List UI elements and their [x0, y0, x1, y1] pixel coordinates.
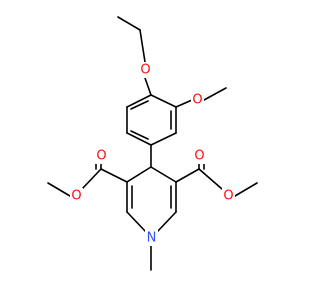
bond-o-methyl: [203, 87, 227, 101]
atom-label-o-left-carbonyl: O: [96, 149, 106, 164]
bond-ring-a4-a5: [126, 132, 152, 146]
bond-ester-o-methyl-right: [234, 182, 258, 197]
bond-layer: [47, 16, 258, 271]
bond-o-aryl: [144, 77, 152, 96]
molecule-canvas: O O O O O O N: [47, 16, 258, 271]
atom-label-o-right-ester: O: [223, 189, 233, 204]
bond-c5-carbonyl-c: [175, 168, 200, 183]
bond-ring-a6-a1: [126, 94, 152, 108]
atom-label-o-methoxy: O: [192, 93, 202, 108]
bond-aryl-o-methoxy: [175, 99, 193, 108]
atom-label-o-left-ester: O: [71, 189, 81, 204]
bond-ester-o-methyl-left: [47, 182, 71, 197]
atom-label-layer: O O O O O O N: [70, 62, 235, 246]
bond-carbonyl-to-ester-o-right: [198, 168, 223, 190]
bond-ethyl-ch3-ch2: [117, 16, 141, 31]
atom-label-n-ring: N: [147, 231, 157, 246]
bond-c3-carbonyl-c: [100, 168, 128, 183]
atom-n-ring: N: [145, 230, 158, 246]
bond-ring-a1-a2: [150, 94, 177, 108]
atom-o-ethoxy: O: [139, 62, 152, 78]
bond-c5-c4: [150, 166, 177, 183]
atom-label-o-ethoxy: O: [140, 63, 150, 78]
bond-ring-double-a6-a1: [130, 100, 149, 110]
atom-o-left-ester: O: [70, 188, 83, 204]
atom-o-right-carbonyl: O: [193, 148, 206, 164]
atom-o-right-ester: O: [222, 188, 235, 204]
atom-o-methoxy: O: [191, 92, 204, 108]
bond-n-c6: [156, 211, 177, 233]
bond-c4-c3: [126, 166, 152, 183]
bond-c2-n: [126, 211, 147, 233]
bond-ring-double-a4-a5: [130, 130, 149, 140]
bond-ring-a3-a4: [150, 132, 177, 146]
atom-label-o-right-carbonyl: O: [194, 149, 204, 164]
bond-carbonyl-to-ester-o-left: [81, 168, 102, 190]
atom-o-left-carbonyl: O: [95, 148, 108, 164]
bond-ethyl-ch2-o: [139, 29, 146, 63]
molecule-structure: O O O O O O N: [47, 16, 258, 271]
